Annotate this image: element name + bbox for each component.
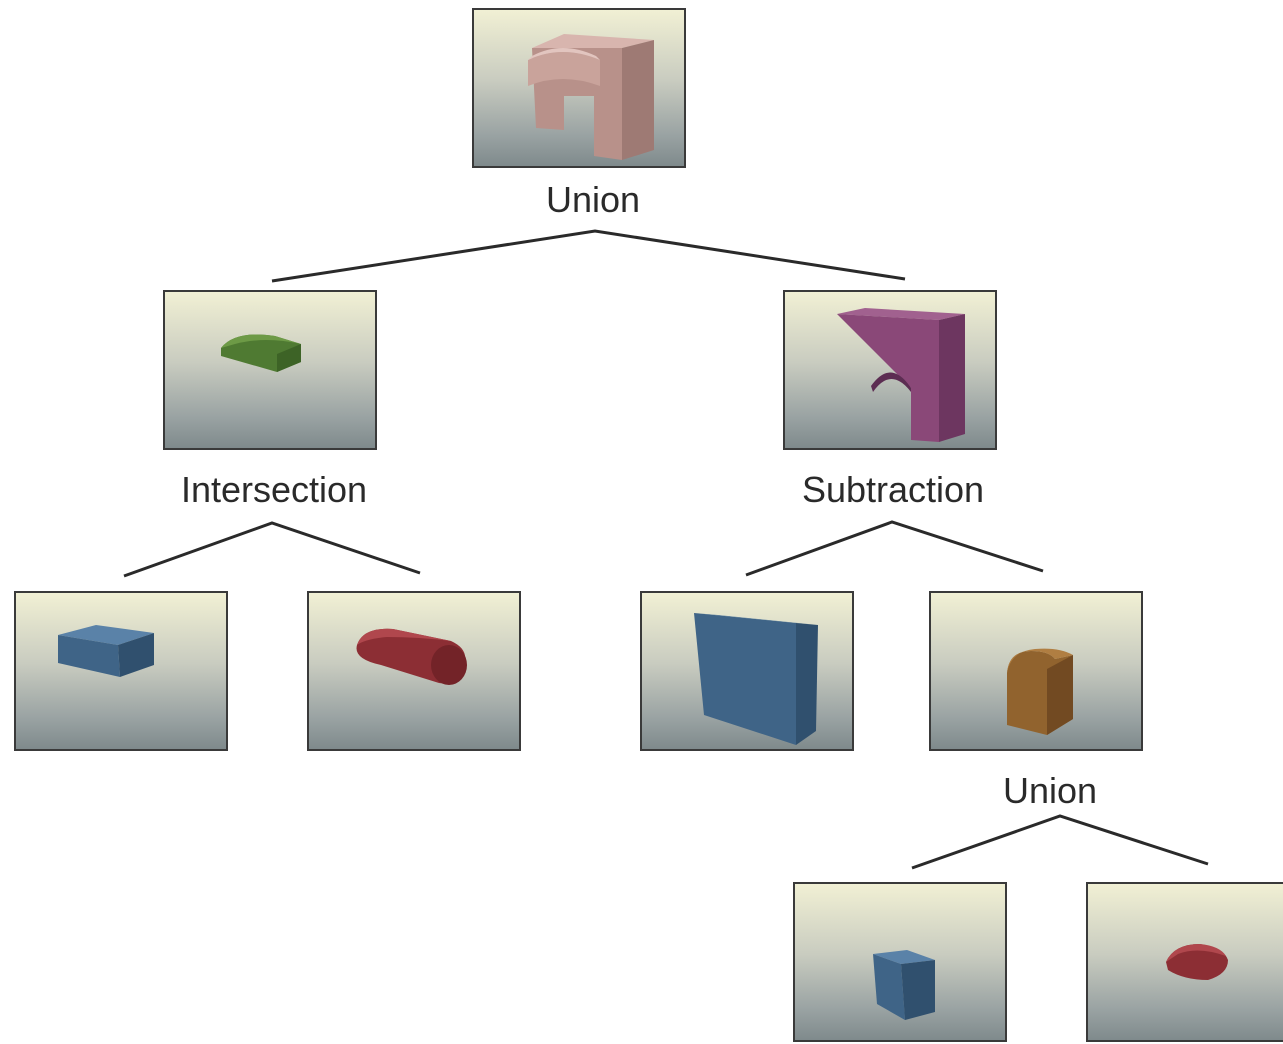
leaf-box-tile: [14, 591, 228, 751]
rounded-slab: [221, 334, 301, 372]
flat-box: [58, 625, 154, 677]
arch-with-cap: [528, 34, 654, 160]
connector-intersection: [123, 521, 421, 578]
intersection-tile: [163, 290, 377, 450]
wall-block: [694, 613, 818, 745]
cylinder: [356, 628, 467, 685]
flat-box-icon: [58, 625, 154, 677]
subtraction-label: Subtraction: [801, 469, 985, 510]
rounded-slab-icon: [221, 334, 301, 372]
arch: [837, 308, 965, 442]
leaf-rounded-block-tile: [929, 591, 1143, 751]
sub-union-label: Union: [1002, 770, 1098, 811]
leaf-cylinder-tile: [307, 591, 521, 751]
leaf-small-box-tile: [793, 882, 1007, 1042]
leaf-wall-tile: [640, 591, 854, 751]
rounded-block-icon: [1007, 648, 1073, 735]
wall-block-icon: [694, 613, 818, 745]
subtraction-tile: [783, 290, 997, 450]
root-union-label: Union: [545, 179, 641, 220]
root-union-tile: [472, 8, 686, 168]
leaf-small-cylinder-tile: [1086, 882, 1283, 1042]
intersection-label: Intersection: [180, 469, 368, 510]
rounded-block: [1007, 648, 1073, 735]
arch-with-cap-icon: [528, 34, 654, 160]
connector-subtraction: [745, 520, 1044, 577]
small-box-icon: [873, 950, 935, 1020]
connector-sub-union: [911, 814, 1209, 870]
cylinder-icon: [356, 628, 467, 685]
connector-root: [271, 229, 906, 283]
small-cylinder: [1166, 944, 1228, 980]
arch-icon: [837, 308, 965, 442]
small-cylinder-icon: [1166, 944, 1228, 980]
small-box: [873, 950, 935, 1020]
